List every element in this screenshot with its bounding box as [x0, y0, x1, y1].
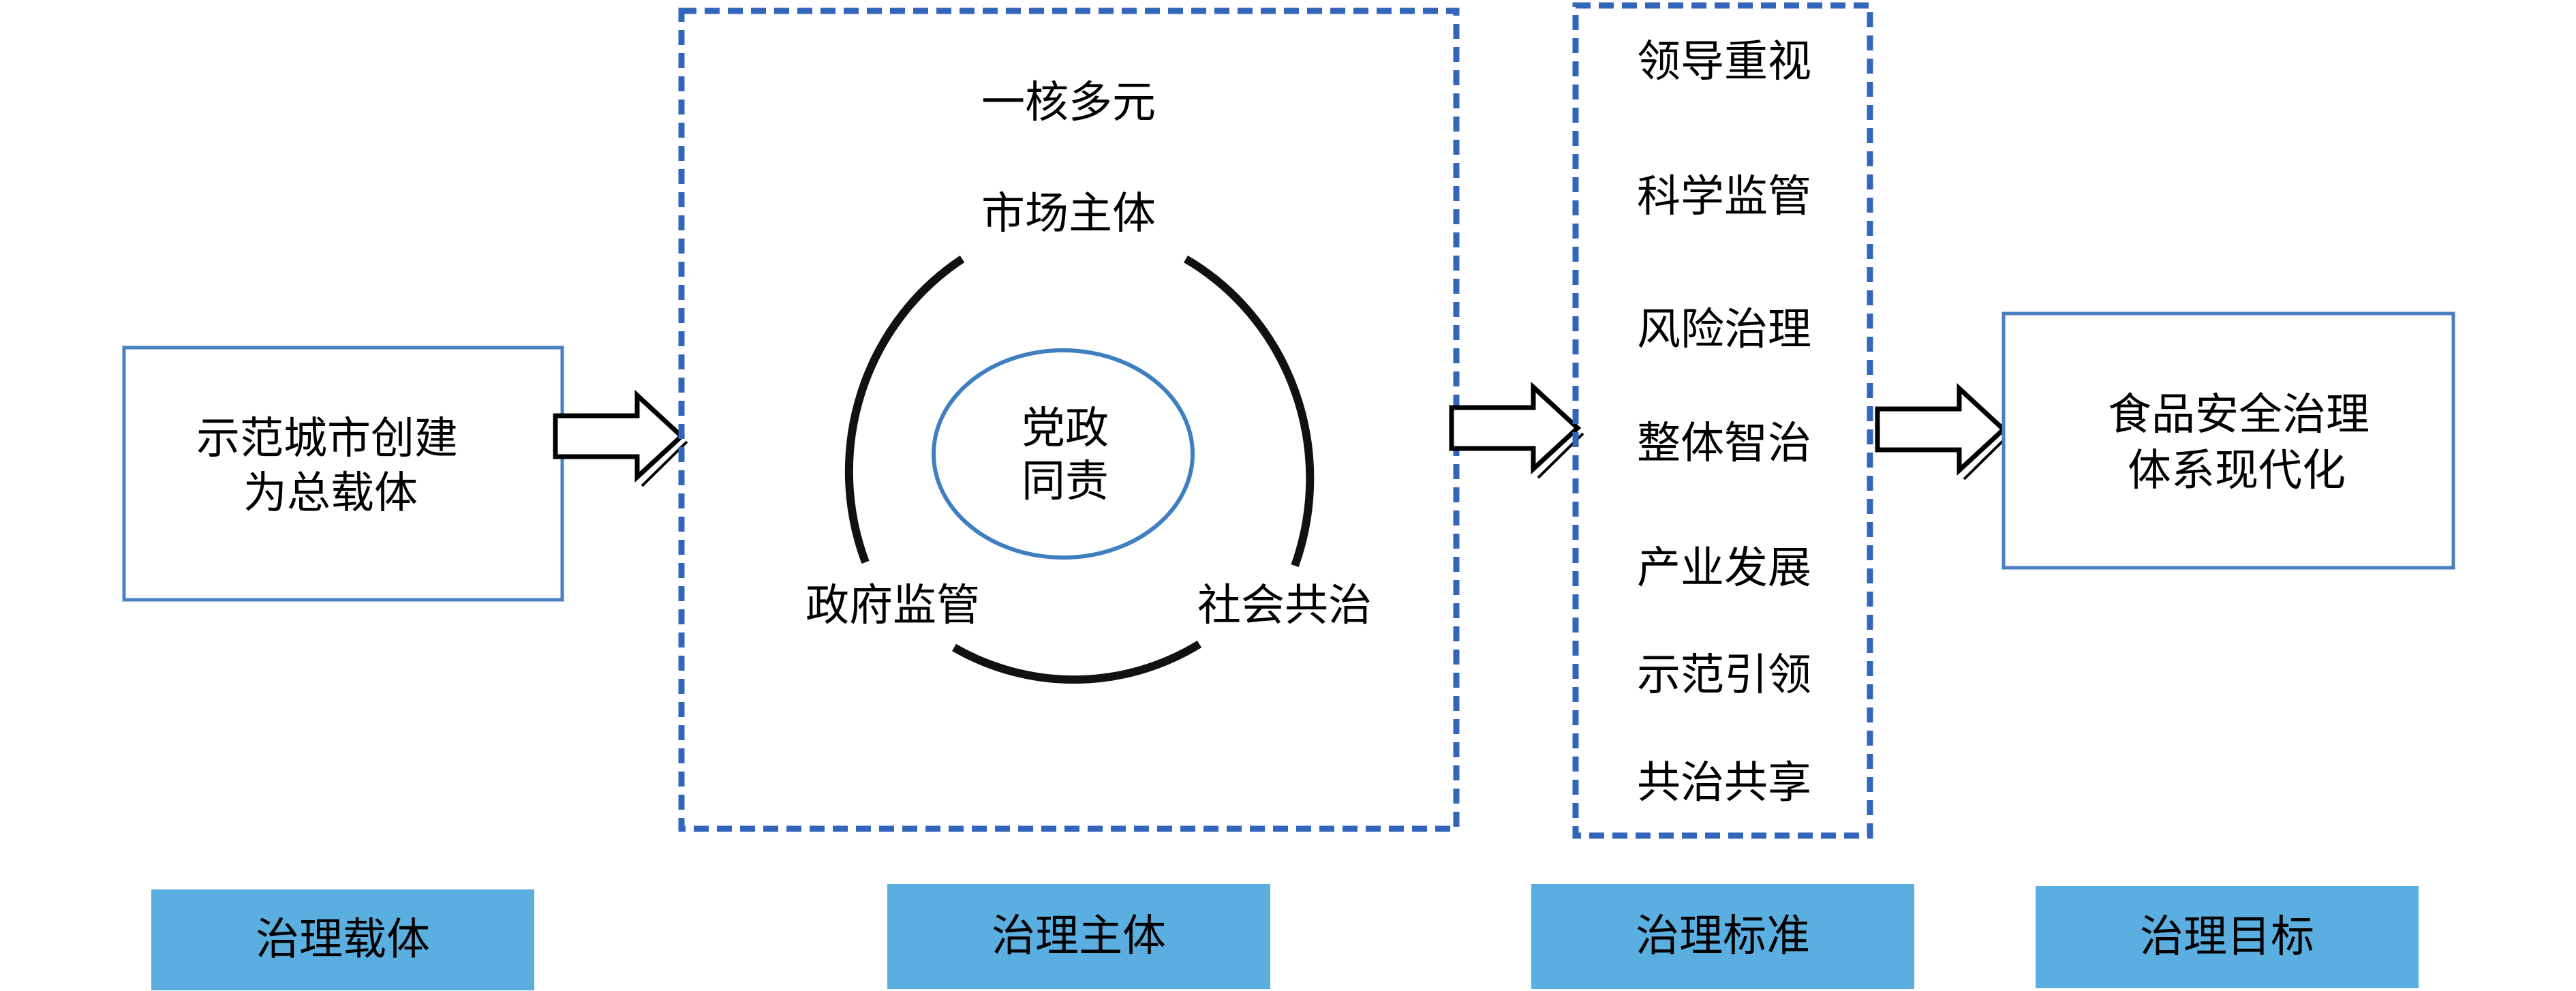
carrier-box [122, 346, 564, 602]
label-carrier-bg [151, 889, 534, 990]
carrier-line1: 示范城市创建 [196, 414, 458, 464]
stage-labels: 治理载体 治理主体 治理标准 治理目标 [151, 884, 2419, 990]
subject-right: 社会共治 [1197, 581, 1372, 631]
goal-line1: 食品安全治理 [2108, 390, 2370, 440]
standards-dashed-box [1572, 2, 1873, 839]
core-line2: 同责 [1022, 457, 1109, 507]
outer-ring-arc-right [1183, 255, 1315, 568]
label-standard: 治理标准 [1636, 911, 1810, 962]
goal-box [2002, 311, 2455, 570]
label-subject: 治理主体 [992, 911, 1166, 962]
label-goal: 治理目标 [2140, 912, 2314, 962]
standard-item: 示范引领 [1637, 650, 1811, 701]
standard-item: 整体智治 [1637, 418, 1811, 469]
arrow-1 [553, 390, 686, 483]
goal-line2: 体系现代化 [2128, 446, 2346, 496]
subject-top: 市场主体 [981, 189, 1156, 239]
carrier-line2: 为总载体 [243, 468, 418, 519]
outer-ring-arc-bottom [952, 640, 1202, 684]
label-carrier: 治理载体 [256, 915, 430, 965]
arrow-3 [1875, 383, 2008, 476]
label-standard-bg [1531, 884, 1914, 989]
outer-ring-arc-left [844, 255, 965, 564]
subject-left: 政府监管 [806, 581, 980, 631]
standards-list: 领导重视 科学监管 风险治理 整体智治 产业发展 示范引领 共治共享 [1637, 37, 1811, 808]
standard-item: 风险治理 [1637, 305, 1811, 355]
standard-item: 领导重视 [1637, 37, 1811, 87]
label-goal-bg [2036, 886, 2419, 988]
outer-ring [844, 255, 1315, 684]
standard-item: 共治共享 [1637, 758, 1811, 808]
label-subject-bg [887, 884, 1270, 989]
arrow-2 [1449, 382, 1582, 474]
core-ellipse [932, 348, 1195, 560]
standard-item: 科学监管 [1637, 172, 1811, 222]
arrow-3-shadow [1963, 433, 2010, 481]
core-line1: 党政 [1022, 403, 1109, 454]
standard-item: 产业发展 [1637, 543, 1811, 594]
subject-title: 一核多元 [981, 78, 1156, 128]
